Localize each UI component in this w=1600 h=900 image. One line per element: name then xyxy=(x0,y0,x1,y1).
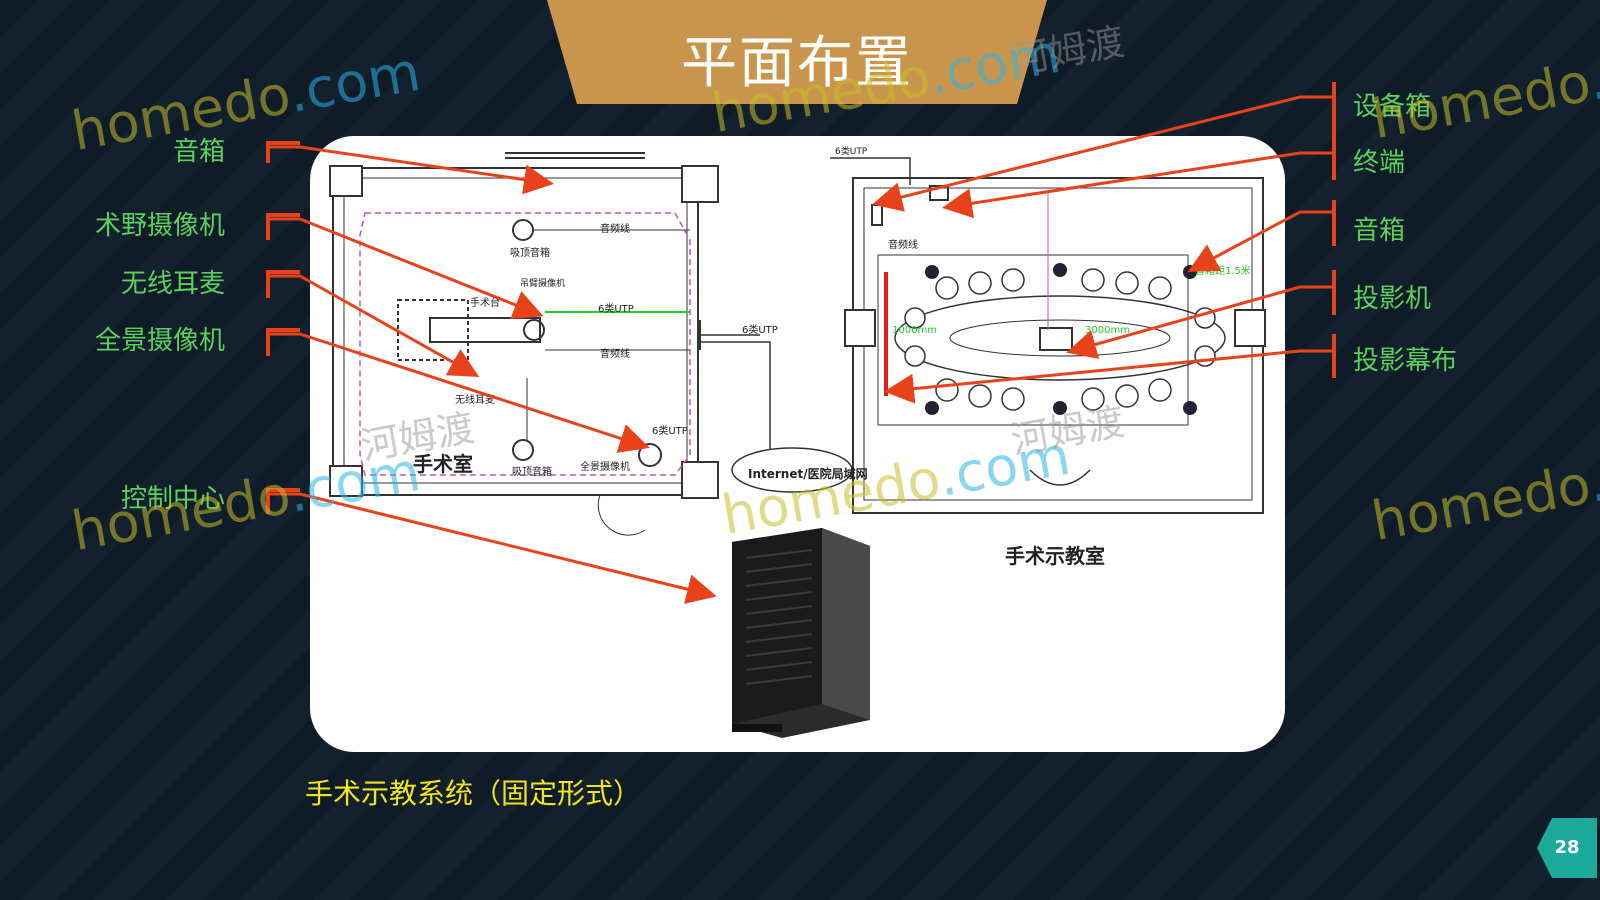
label-projection-screen: 投影幕布 xyxy=(1353,346,1458,376)
label-projector: 投影机 xyxy=(1353,284,1432,314)
teaching-room-plan xyxy=(844,177,1266,514)
label-terminal: 终端 xyxy=(1353,148,1406,178)
operating-table-label: 手术台 xyxy=(470,298,500,309)
label-field-camera: 术野摄像机 xyxy=(94,211,225,241)
field-camera-note: 吊臂摄像机 xyxy=(520,279,566,289)
server-icon xyxy=(732,528,870,738)
diagram-caption: 手术示教系统（固定形式） xyxy=(305,777,642,810)
label-equipment-box: 设备箱 xyxy=(1353,92,1432,122)
utp-top-label: 6类UTP xyxy=(835,147,868,157)
label-wireless-headset: 无线耳麦 xyxy=(120,269,225,299)
dimension-2: 3000mm xyxy=(1085,325,1130,336)
audio-line-label-3: 音频线 xyxy=(888,240,918,251)
audio-line-label-1: 音频线 xyxy=(600,349,630,360)
ceiling-speaker-label-1: 吸顶音箱 xyxy=(510,248,550,259)
page-title: 平面布置 xyxy=(681,31,913,96)
label-speaker-left: 音箱 xyxy=(172,137,225,167)
teaching-room-label: 手术示教室 xyxy=(1005,544,1105,568)
title-banner xyxy=(547,0,1047,104)
internet-label: Internet/医院局域网 xyxy=(748,467,868,481)
page-number: 28 xyxy=(1537,818,1597,878)
ceiling-speaker-label-2: 吸顶音箱 xyxy=(512,467,552,478)
dimension-1: 1000mm xyxy=(892,325,937,336)
label-control-center: 控制中心 xyxy=(120,484,225,514)
speaker-note: 音箱距1.5米 xyxy=(1195,266,1251,277)
label-speaker-right: 音箱 xyxy=(1353,216,1406,246)
utp-label-3: 6类UTP xyxy=(652,426,688,437)
ceiling-speakers xyxy=(925,263,1197,415)
utp-label-2: 6类UTP xyxy=(742,325,778,336)
operating-room-label: 手术室 xyxy=(413,452,473,476)
panoramic-camera-label: 全景摄像机 xyxy=(580,462,630,473)
utp-label-1: 6类UTP xyxy=(598,304,634,315)
audio-line-label-2: 音频线 xyxy=(600,224,630,235)
label-panoramic-camera: 全景摄像机 xyxy=(94,326,225,356)
